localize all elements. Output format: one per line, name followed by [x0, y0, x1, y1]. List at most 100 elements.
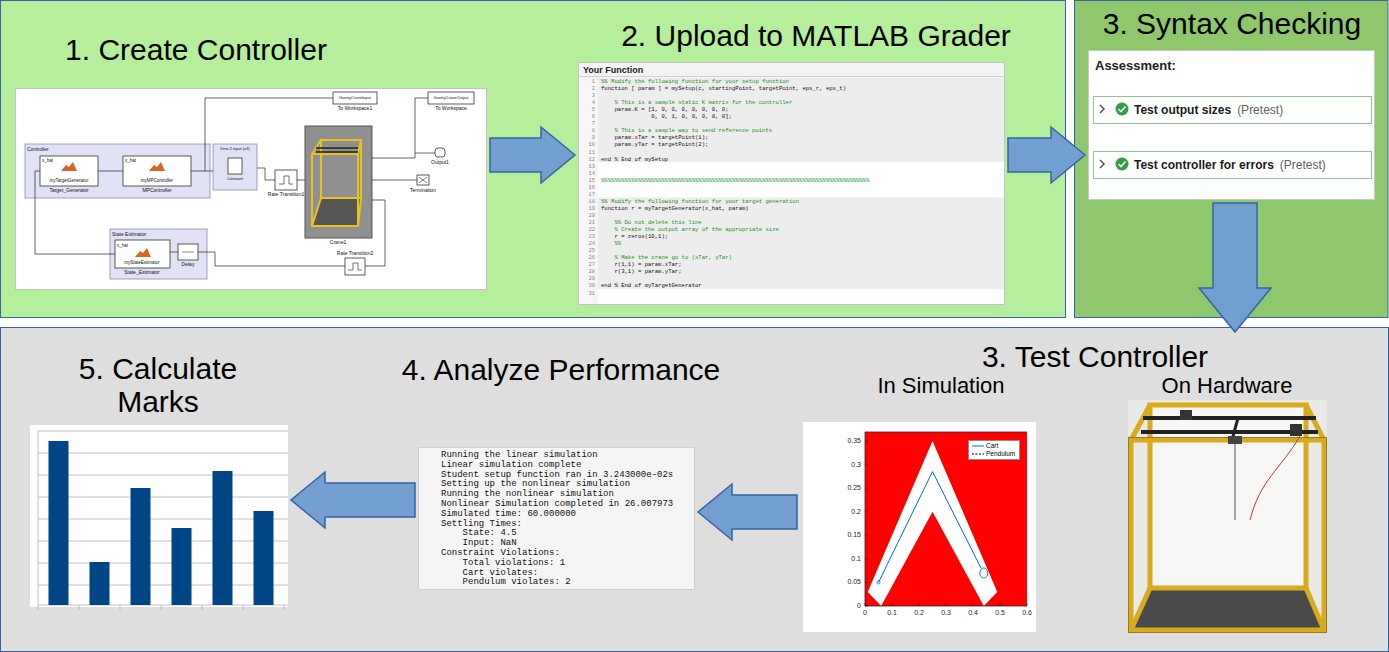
line-number: 31	[588, 290, 595, 297]
line-number: 23	[588, 233, 595, 240]
code-editor-screenshot-part	[578, 77, 598, 305]
block-label: Output1	[431, 160, 449, 166]
code-editor-screenshot-part	[598, 78, 1005, 163]
axis-tick-label: 0.4	[968, 609, 978, 617]
assessment-screenshot-part	[1116, 158, 1129, 171]
simulink-screenshot-part-part	[170, 252, 178, 253]
code-line: %%%%%%%%%%%%%%%%%%%%%%%%%%%%%%%%%%%%%%%%…	[601, 177, 870, 184]
bar-chart-part-part	[38, 605, 284, 610]
console-line: Constraint Violations:	[441, 549, 673, 559]
simulink-screenshot-part	[135, 248, 151, 257]
simulink-screenshot-part	[428, 92, 474, 104]
line-number: 10	[588, 141, 595, 148]
block-label: x_hat	[117, 243, 128, 248]
simulation-plot-part	[865, 432, 1027, 433]
test-kind: (Pretest)	[1280, 158, 1326, 172]
hardware-photo-part-part	[1131, 405, 1324, 630]
code-line: % This is a sample way to send reference…	[601, 127, 772, 134]
code-line: function r = myTargetGenerator(x_hat, pa…	[601, 205, 749, 212]
simulink-screenshot-part	[61, 162, 77, 171]
line-number: 9	[592, 134, 595, 141]
code-line: % This is a sample static K matrix for t…	[601, 99, 792, 106]
console-line: Student setup function ran in 3.243000e-…	[441, 471, 673, 481]
code-editor-screenshot	[578, 62, 1005, 305]
simulation-plot-part	[865, 432, 1027, 606]
code-line: end % End of mySetup	[601, 156, 668, 163]
axis-tick-label: 0.2	[851, 508, 861, 516]
console-line: Nonlinear Simulation completed in 26.007…	[441, 500, 673, 510]
code-line: param.yTar = targetPoint(2);	[601, 141, 708, 148]
assessment-screenshot-part	[1100, 160, 1104, 168]
simulink-screenshot-part	[115, 240, 170, 268]
block-label: Crane1	[330, 240, 346, 246]
simulink-screenshot-part	[275, 170, 297, 190]
legend-sample	[972, 442, 984, 450]
simulink-screenshot-part-part	[198, 252, 345, 266]
simulink-screenshot-part-part	[365, 200, 385, 266]
code-editor-screenshot-part	[578, 76, 1005, 77]
simulation-plot-part-part	[865, 441, 868, 606]
axis-tick-label: 0.3	[851, 461, 861, 469]
line-number: 26	[588, 254, 595, 261]
simulation-plot-part	[877, 581, 880, 584]
axis-tick-label: 0	[863, 609, 867, 617]
console-line: Setting up the nonlinear simulation	[441, 480, 673, 490]
console-line: Input: NaN	[441, 539, 673, 549]
console-line: Total violations: 1	[441, 559, 673, 569]
hardware-photo-part	[1228, 436, 1242, 444]
bar-chart-part-part	[38, 431, 288, 585]
hardware-photo-part	[1250, 436, 1300, 520]
simulink-screenshot-part	[417, 175, 429, 185]
line-number: 6	[592, 113, 595, 120]
chart-panel: 5. Calculate Marks	[30, 425, 288, 607]
simulation-plot-part	[865, 432, 1027, 606]
block-label: State Estimator	[112, 232, 146, 238]
legend-label: Pendulum	[986, 450, 1015, 458]
line-number: 3	[592, 92, 595, 99]
assessment-screenshot-part	[1088, 50, 1375, 200]
legend-line	[972, 446, 984, 447]
bar-chart	[30, 425, 288, 610]
code-line: function [ param ] = mySetup(c, starting…	[601, 85, 846, 92]
line-number: 2	[592, 85, 595, 92]
simulink-screenshot-part	[435, 148, 445, 157]
console-line: Running the linear simulation	[441, 451, 673, 461]
line-number: 5	[592, 106, 595, 113]
axis-tick-label: 0.35	[847, 437, 861, 445]
hardware-photo-part-part	[1131, 440, 1324, 630]
axis-tick-label: 0.1	[851, 555, 861, 563]
code-editor-screenshot-part	[578, 62, 1005, 305]
legend-sample	[972, 450, 984, 458]
code-editor-screenshot-part	[598, 197, 1005, 289]
line-number: 11	[588, 149, 595, 156]
simulink-screenshot-part-part	[415, 153, 435, 154]
simulink-screenshot-part	[15, 88, 487, 290]
axis-tick-label: 0.1	[887, 609, 897, 617]
simulink-screenshot-part	[182, 252, 194, 253]
stage-title: 2. Upload to MATLAB Grader	[621, 19, 1011, 52]
code-line: % Create the output array of the appropr…	[601, 226, 779, 233]
code-line: % Make the crane go to (xTar, yTar)	[601, 254, 732, 261]
bar-chart-part-part	[254, 511, 274, 605]
simulink-screenshot-part-part	[297, 180, 305, 181]
simulink-screenshot-part-part	[35, 171, 115, 254]
assessment-screenshot	[1088, 50, 1375, 200]
simulation-plot-part	[868, 441, 998, 606]
code-line: 0, 0, 1, 0, 0, 0, 0, 0];	[601, 113, 732, 120]
console-line: State: 4.5	[441, 529, 673, 539]
legend-entry: Pendulum	[971, 450, 1015, 458]
simulink-screenshot-part	[40, 156, 98, 186]
block-label: To Workspace1	[338, 106, 372, 112]
axis-tick-label: 0.05	[847, 578, 861, 586]
simulation-plot-part-part	[865, 603, 1027, 606]
code-line: %% Modify the following function for you…	[601, 198, 799, 205]
simulink-screenshot-part	[305, 126, 372, 238]
code-line: %% Modify the following function for you…	[601, 78, 789, 85]
hardware-photo-part	[1235, 444, 1236, 520]
code-line: param.K = [1, 0, 0, 0, 0, 0, 0, 0;	[601, 106, 729, 113]
hardware-photo-part	[1129, 438, 1327, 633]
simulink-screenshot-part-part	[257, 168, 275, 180]
bar-chart-part-part	[49, 441, 69, 605]
